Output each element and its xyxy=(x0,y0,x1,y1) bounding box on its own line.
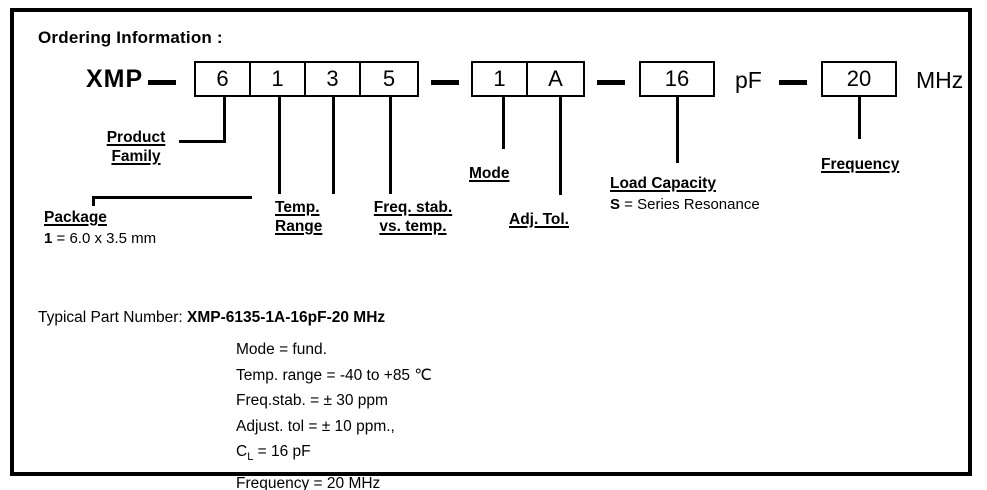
separator-dash-3 xyxy=(597,80,625,85)
leader-package-bracket xyxy=(92,196,252,199)
typical-spec-list: Mode = fund. Temp. range = -40 to +85 ℃ … xyxy=(236,337,432,490)
callout-load-capacity: Load Capacity xyxy=(610,174,716,193)
diagram-frame: Ordering Information : XMP 6 1 3 5 1 A 1… xyxy=(10,8,972,490)
separator-dash-4 xyxy=(779,80,807,85)
code-cell-mode[interactable]: 1 xyxy=(473,63,529,95)
code-cell-3[interactable]: 3 xyxy=(306,63,362,95)
code-cell-load-capacity[interactable]: 16 xyxy=(664,66,690,91)
spec-cl-subscript: L xyxy=(247,451,254,464)
callout-frequency: Frequency xyxy=(821,155,899,174)
leader-package-tick xyxy=(92,196,95,206)
callout-temp-range: Temp. Range xyxy=(275,198,322,236)
callout-package: Package xyxy=(44,208,107,227)
spec-mode: Mode = fund. xyxy=(236,341,327,358)
callout-product-family: Product Family xyxy=(86,128,186,166)
leader-frequency xyxy=(858,97,861,139)
leader-product-family-horizontal xyxy=(179,140,226,143)
separator-dash-1 xyxy=(148,80,176,85)
code-cell-6[interactable]: 6 xyxy=(196,63,252,95)
leader-mode xyxy=(502,97,505,149)
spec-load-capacity: CL = 16 pF xyxy=(236,439,432,471)
typical-part-number-label: Typical Part Number: xyxy=(38,309,188,326)
typical-part-number: Typical Part Number: XMP-6135-1A-16pF-20… xyxy=(38,309,385,327)
leader-temp-range xyxy=(278,97,281,194)
page-title: Ordering Information : xyxy=(38,28,223,47)
spec-freq-stab: Freq.stab. = ± 30 ppm xyxy=(236,392,388,409)
spec-temp-range: Temp. range = -40 to +85 ℃ xyxy=(236,366,432,384)
part-prefix-xmp: XMP xyxy=(86,65,144,93)
code-group-mode-adjtol: 1 A xyxy=(471,61,585,97)
callout-temp-range-line1: Temp. xyxy=(275,199,320,216)
callout-load-capacity-note-bold: S xyxy=(610,196,621,213)
unit-mhz: MHz xyxy=(916,67,964,93)
callout-adj-tol: Adj. Tol. xyxy=(509,210,569,229)
separator-dash-2 xyxy=(431,80,459,85)
callout-load-capacity-title: Load Capacity xyxy=(610,175,716,192)
spec-cl-prefix: C xyxy=(236,443,248,460)
callout-load-capacity-note-rest: = Series Resonance xyxy=(620,196,760,213)
callout-frequency-title: Frequency xyxy=(821,156,900,173)
leader-adj-tol xyxy=(559,97,562,195)
code-cell-1[interactable]: 1 xyxy=(251,63,307,95)
callout-mode-title: Mode xyxy=(469,165,510,182)
code-group-family-package-temp-stab: 6 1 3 5 xyxy=(194,61,419,97)
callout-package-note-rest: = 6.0 x 3.5 mm xyxy=(52,230,157,247)
code-group-frequency: 20 xyxy=(821,61,897,97)
callout-mode: Mode xyxy=(469,164,509,183)
typical-part-number-value: XMP-6135-1A-16pF-20 MHz xyxy=(187,309,386,326)
leader-load-capacity xyxy=(676,97,679,163)
callout-adj-tol-title: Adj. Tol. xyxy=(509,211,569,228)
leader-freq-stab-a xyxy=(332,97,335,194)
code-cell-frequency[interactable]: 20 xyxy=(846,66,872,91)
callout-product-family-line1: Product xyxy=(106,129,166,146)
callout-freq-stab-line2: vs. temp. xyxy=(379,218,447,235)
leader-freq-stab-b xyxy=(389,97,392,194)
callout-freq-stab-line1: Freq. stab. xyxy=(373,199,453,216)
callout-freq-stab: Freq. stab. vs. temp. xyxy=(363,198,463,236)
callout-package-note: 1 = 6.0 x 3.5 mm xyxy=(44,230,156,247)
spec-frequency: Frequency = 20 MHz xyxy=(236,474,381,490)
callout-package-note-bold: 1 xyxy=(44,230,53,247)
callout-temp-range-line2: Range xyxy=(275,218,323,235)
callout-load-capacity-note: S = Series Resonance xyxy=(610,196,760,213)
spec-adjust-tol: Adjust. tol = ± 10 ppm., xyxy=(236,417,395,435)
leader-product-family-vertical xyxy=(223,97,226,142)
callout-package-title: Package xyxy=(44,209,107,226)
code-cell-adjtol[interactable]: A xyxy=(548,66,563,91)
callout-product-family-line2: Family xyxy=(111,148,161,165)
spec-cl-rest: = 16 pF xyxy=(253,443,311,460)
code-group-load-capacity: 16 xyxy=(639,61,715,97)
code-cell-5[interactable]: 5 xyxy=(382,66,396,91)
unit-pf: pF xyxy=(735,67,762,93)
